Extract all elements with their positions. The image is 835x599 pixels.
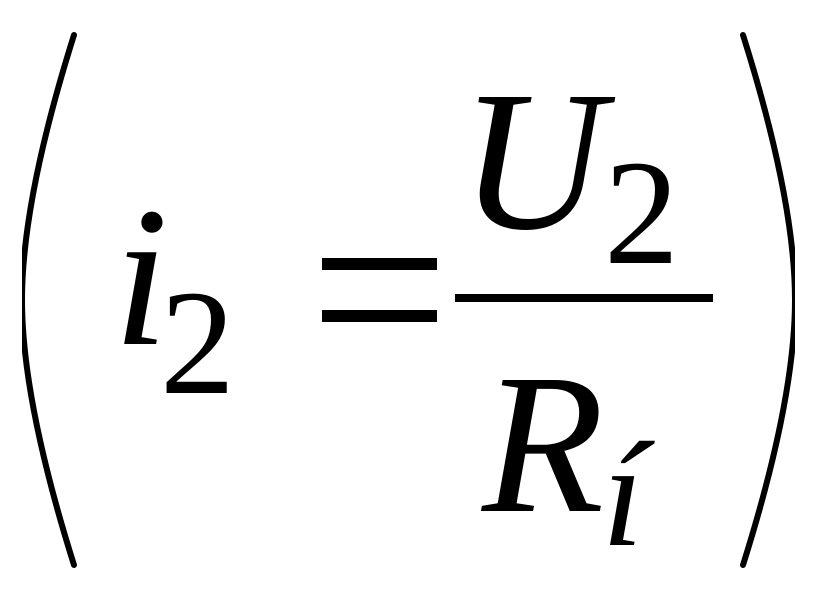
numerator-subscript: 2 (604, 130, 679, 296)
equals-sign-bottom-bar (322, 310, 437, 322)
denominator-variable: R (482, 334, 605, 555)
lhs-subscript: 2 (160, 260, 235, 426)
denominator-subscript: í (602, 412, 644, 578)
numerator-variable: U (460, 51, 605, 272)
right-parenthesis (735, 0, 795, 599)
equals-sign-top-bar (322, 258, 437, 270)
fraction-bar (455, 294, 713, 302)
lhs-variable: i (113, 167, 169, 388)
left-parenthesis (22, 0, 82, 599)
